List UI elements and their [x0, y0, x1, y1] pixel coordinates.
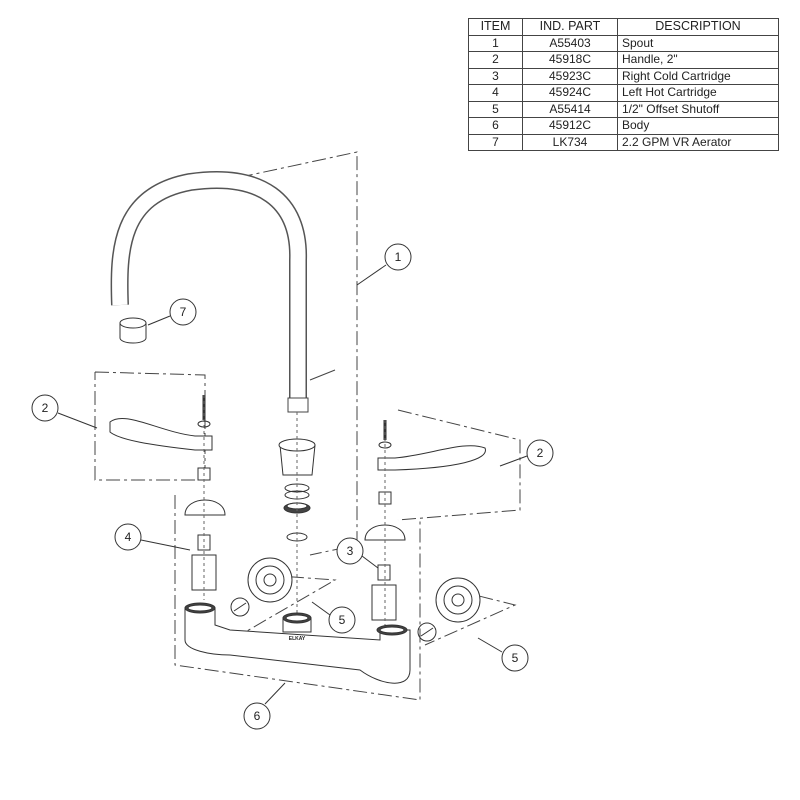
callout-leaders	[57, 264, 528, 705]
callout-label: 6	[254, 709, 261, 723]
callout-label: 4	[125, 530, 132, 544]
body-brand-text: ELKAY	[289, 636, 306, 642]
callout-label: 5	[512, 651, 519, 665]
description-cell: Left Hot Cartridge	[617, 84, 779, 102]
callout-label: 7	[180, 305, 187, 319]
callout-1: 1	[384, 243, 412, 271]
part-cell: LK734	[522, 133, 618, 151]
callout-5-left: 5	[328, 606, 356, 634]
callout-3: 3	[336, 537, 364, 565]
callout-2-left: 2	[31, 394, 59, 422]
right-handle-assembly	[364, 420, 486, 630]
callout-5-right: 5	[501, 644, 529, 672]
offset-shutoffs	[230, 557, 481, 642]
callout-7: 7	[169, 298, 197, 326]
description-cell: 1/2" Offset Shutoff	[617, 100, 779, 118]
callout-2-right: 2	[526, 439, 554, 467]
part-cell: 45912C	[522, 117, 618, 135]
left-handle-assembly	[109, 395, 226, 600]
callout-label: 1	[395, 250, 402, 264]
callout-label: 2	[42, 401, 49, 415]
callout-label: 5	[339, 613, 346, 627]
aerator	[119, 317, 147, 344]
callout-4: 4	[114, 523, 142, 551]
callout-label: 2	[537, 446, 544, 460]
faucet-body: ELKAY	[184, 602, 411, 684]
spout-base-parts	[278, 412, 316, 625]
callout-6: 6	[243, 702, 271, 730]
description-cell: 2.2 GPM VR Aerator	[617, 133, 779, 151]
callout-label: 3	[347, 544, 354, 558]
description-cell: Handle, 2"	[617, 51, 779, 69]
spout	[110, 171, 336, 413]
